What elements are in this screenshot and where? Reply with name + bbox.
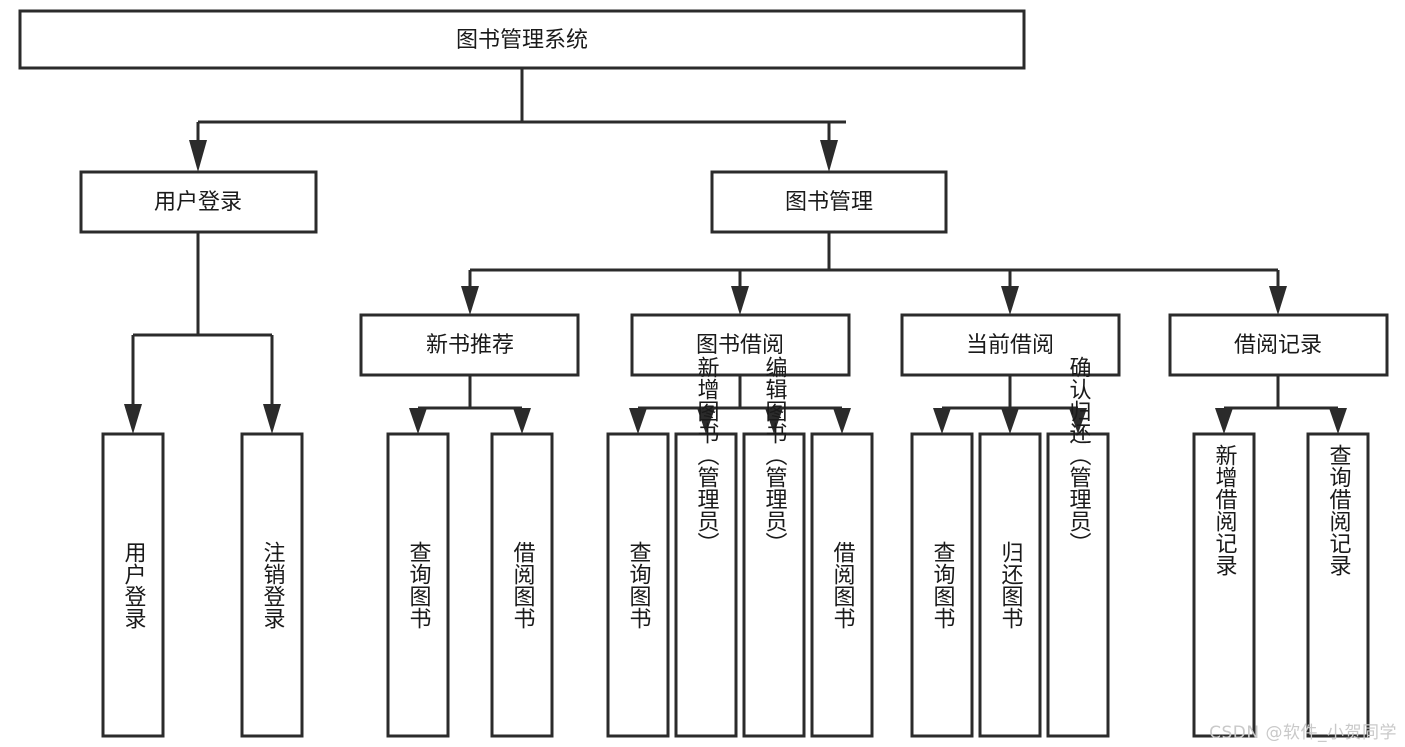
arrow-head-leaf-query-book-1 xyxy=(409,408,427,434)
node-current-borrow-box[interactable] xyxy=(900,313,1121,377)
arrow-head-leaf-logout xyxy=(263,404,281,434)
node-user-login-box[interactable] xyxy=(79,170,318,234)
connector-group-user-login xyxy=(124,232,281,434)
node-leaf-add-record-box[interactable] xyxy=(1192,432,1256,738)
node-leaf-query-book-3-box[interactable] xyxy=(910,432,974,738)
arrow-head-leaf-confirm-return xyxy=(1069,408,1087,434)
arrow-head-current-borrow xyxy=(1001,286,1019,315)
node-leaf-query-book-3-label: 查询图书 xyxy=(930,541,956,629)
node-leaf-borrow-book-1-box[interactable] xyxy=(490,432,554,738)
node-book-borrow[interactable]: 图书借阅 xyxy=(630,313,851,377)
node-leaf-borrow-book-1[interactable]: 借阅图书 xyxy=(490,432,554,738)
arrow-head-book-manage xyxy=(820,140,838,172)
node-leaf-edit-book-label: 编辑图书（管理员） xyxy=(762,356,788,554)
node-leaf-add-record-label: 新增借阅记录 xyxy=(1212,444,1238,576)
node-leaf-query-book-1-label: 查询图书 xyxy=(406,541,432,629)
node-book-manage[interactable]: 图书管理 xyxy=(710,170,948,234)
arrow-head-leaf-query-record xyxy=(1329,408,1347,434)
node-leaf-borrow-book-2[interactable]: 借阅图书 xyxy=(810,432,874,738)
node-leaf-query-book-2[interactable]: 查询图书 xyxy=(606,432,670,738)
node-leaf-logout-label: 注销登录 xyxy=(260,541,286,629)
csdn-watermark: CSDN @软件_小贺同学 xyxy=(1209,723,1397,743)
arrow-head-borrow-record xyxy=(1269,286,1287,315)
node-leaf-user-login[interactable]: 用户登录 xyxy=(101,432,165,738)
arrow-head-leaf-return-book xyxy=(1001,408,1019,434)
node-leaf-query-record-box[interactable] xyxy=(1306,432,1370,738)
node-leaf-confirm-return-box[interactable] xyxy=(1046,432,1110,738)
arrow-head-leaf-edit-book xyxy=(765,408,783,434)
node-leaf-return-book-label: 归还图书 xyxy=(998,541,1024,629)
node-leaf-query-book-1[interactable]: 查询图书 xyxy=(386,432,450,738)
node-current-borrow[interactable]: 当前借阅 xyxy=(900,313,1121,377)
node-root[interactable]: 图书管理系统 xyxy=(18,9,1026,70)
node-book-manage-label: 图书管理 xyxy=(785,190,873,215)
node-leaf-confirm-return[interactable]: 确认归还（管理员） xyxy=(1046,356,1110,738)
node-leaf-return-book-box[interactable] xyxy=(978,432,1042,738)
arrow-head-leaf-query-book-3 xyxy=(933,408,951,434)
node-book-manage-box[interactable] xyxy=(710,170,948,234)
node-leaf-query-book-2-box[interactable] xyxy=(606,432,670,738)
node-leaf-query-book-3[interactable]: 查询图书 xyxy=(910,432,974,738)
node-current-borrow-label: 当前借阅 xyxy=(966,333,1054,358)
node-leaf-borrow-book-2-box[interactable] xyxy=(810,432,874,738)
node-leaf-borrow-book-1-label: 借阅图书 xyxy=(510,541,536,629)
arrow-head-leaf-user-login xyxy=(124,404,142,434)
node-leaf-query-record[interactable]: 查询借阅记录 xyxy=(1306,432,1370,738)
node-leaf-query-record-label: 查询借阅记录 xyxy=(1326,444,1352,576)
connector-group-borrow-record xyxy=(1215,375,1347,434)
arrow-head-leaf-borrow-book-1 xyxy=(513,408,531,434)
node-borrow-record-box[interactable] xyxy=(1168,313,1389,377)
node-leaf-user-login-label: 用户登录 xyxy=(121,541,147,629)
node-book-borrow-box[interactable] xyxy=(630,313,851,377)
connector-group-new-book-recommend xyxy=(409,375,531,434)
node-leaf-edit-book-box[interactable] xyxy=(742,432,806,738)
node-borrow-record-label: 借阅记录 xyxy=(1234,333,1322,358)
node-leaf-user-login-box[interactable] xyxy=(101,432,165,738)
arrow-head-new-book-recommend xyxy=(461,286,479,315)
node-leaf-add-book-box[interactable] xyxy=(674,432,738,738)
arrow-head-leaf-borrow-book-2 xyxy=(833,408,851,434)
node-root-box[interactable] xyxy=(18,9,1026,70)
node-borrow-record[interactable]: 借阅记录 xyxy=(1168,313,1389,377)
arrow-head-leaf-query-book-2 xyxy=(629,408,647,434)
arrow-head-user-login xyxy=(189,140,207,172)
node-leaf-add-record[interactable]: 新增借阅记录 xyxy=(1192,432,1256,738)
node-leaf-return-book[interactable]: 归还图书 xyxy=(978,432,1042,738)
arrow-head-leaf-add-record xyxy=(1215,408,1233,434)
node-root-label: 图书管理系统 xyxy=(456,28,588,53)
node-book-borrow-label: 图书借阅 xyxy=(696,333,784,358)
node-leaf-logout-box[interactable] xyxy=(240,432,304,738)
connector-group-root xyxy=(189,68,846,172)
node-new-book-recommend-box[interactable] xyxy=(359,313,580,377)
node-leaf-edit-book[interactable]: 编辑图书（管理员） xyxy=(742,356,806,738)
node-user-login-label: 用户登录 xyxy=(154,190,242,215)
arrow-head-leaf-add-book xyxy=(697,408,715,434)
connector-group-book-borrow xyxy=(629,375,851,434)
arrow-head-book-borrow xyxy=(731,286,749,315)
node-leaf-confirm-return-label: 确认归还（管理员） xyxy=(1066,356,1092,554)
node-leaf-borrow-book-2-label: 借阅图书 xyxy=(830,541,856,629)
node-leaf-query-book-1-box[interactable] xyxy=(386,432,450,738)
node-user-login[interactable]: 用户登录 xyxy=(79,170,318,234)
node-new-book-recommend[interactable]: 新书推荐 xyxy=(359,313,580,377)
node-leaf-logout[interactable]: 注销登录 xyxy=(240,432,304,738)
connector-group-book-manage xyxy=(461,232,1287,315)
node-leaf-add-book-label: 新增图书（管理员） xyxy=(694,356,720,554)
node-new-book-recommend-label: 新书推荐 xyxy=(426,333,514,358)
node-leaf-add-book[interactable]: 新增图书（管理员） xyxy=(674,356,738,738)
connector-group-current-borrow xyxy=(933,375,1087,434)
node-leaf-query-book-2-label: 查询图书 xyxy=(626,541,652,629)
